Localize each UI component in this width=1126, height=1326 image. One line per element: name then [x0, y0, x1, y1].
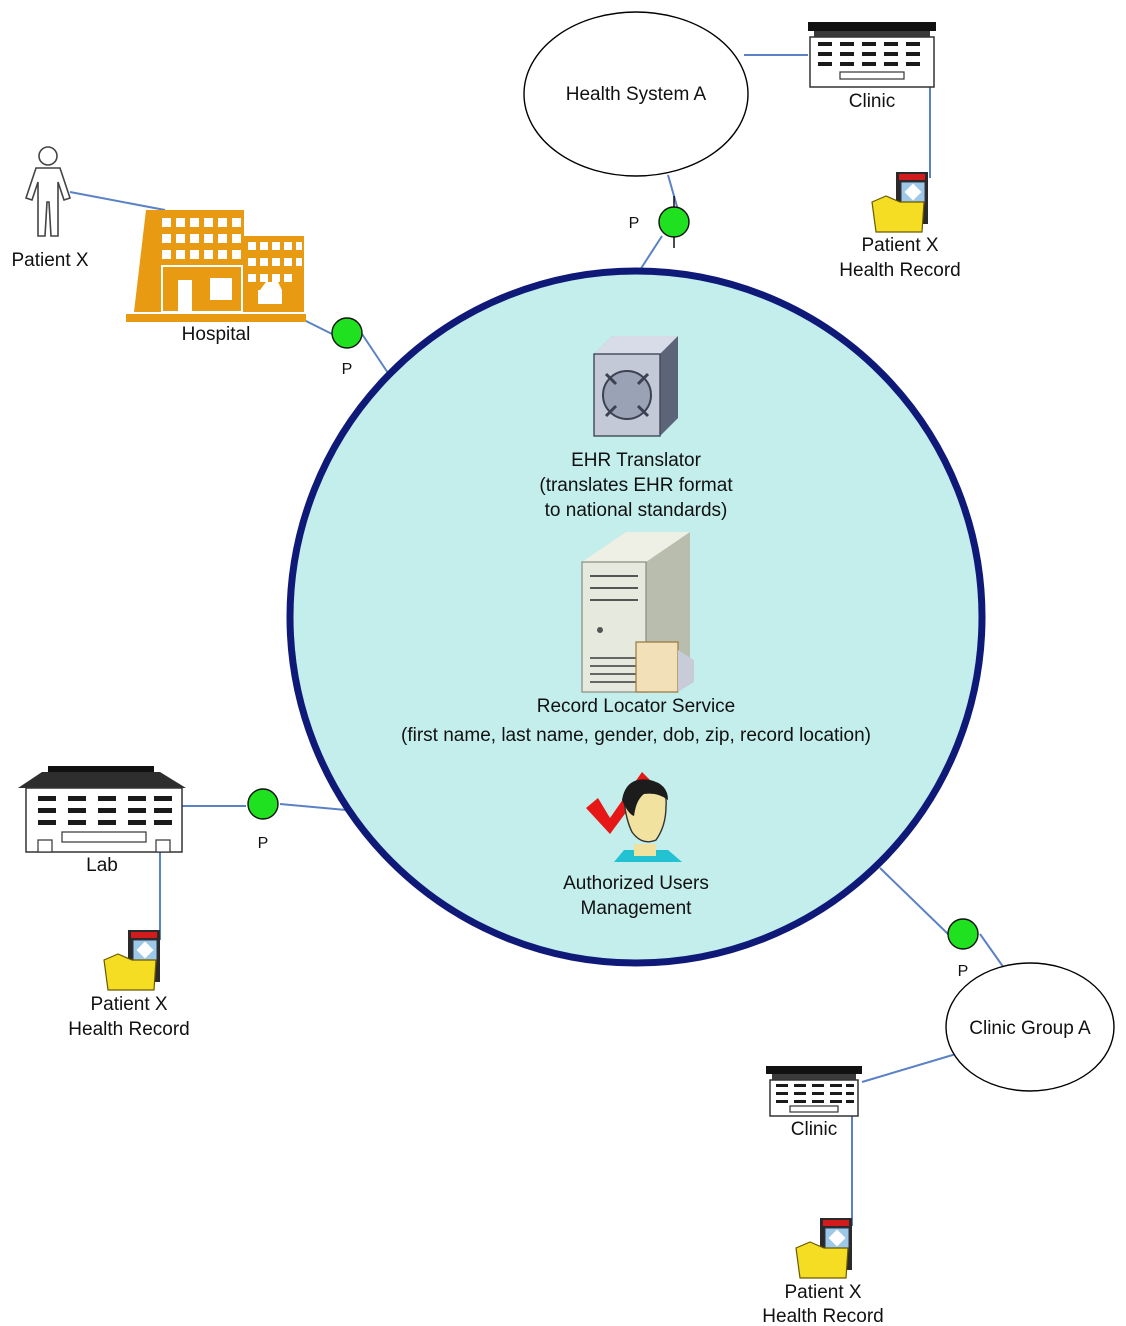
- health-record-folder-icon: [103, 930, 160, 991]
- authorized-users-line2: Management: [581, 898, 693, 919]
- ehr-translator-line1: EHR Translator: [571, 450, 702, 471]
- ehr-translator-line2: (translates EHR format: [539, 475, 733, 496]
- record-top-line1: Patient X: [861, 235, 938, 256]
- record-locator-service[interactable]: Record Locator Service (first name, last…: [401, 532, 871, 746]
- connector-patient-hospital: [69, 191, 166, 211]
- port-lab[interactable]: P: [247, 788, 279, 852]
- connector-port-hub-hospital: [361, 333, 391, 377]
- record-locator-line1: Record Locator Service: [537, 696, 736, 717]
- record-locator-line2: (first name, last name, gender, dob, zip…: [401, 725, 871, 746]
- connector-hub-port-clinicgroup: [879, 867, 949, 935]
- hospital-icon: [126, 210, 306, 322]
- connector-port-hub-top: [639, 235, 663, 271]
- record-bottom-line2: Health Record: [762, 1306, 883, 1326]
- clinic-group-a-node[interactable]: Clinic Group A: [945, 962, 1115, 1092]
- record-top-line2: Health Record: [839, 260, 960, 281]
- health-system-a-node[interactable]: Health System A: [523, 11, 749, 177]
- person-icon: [24, 146, 72, 237]
- building-icon: [766, 1066, 862, 1117]
- clinic-top-label: Clinic: [849, 91, 895, 112]
- connector-port-clinicgroup: [979, 933, 1005, 969]
- translator-icon: [593, 336, 678, 437]
- record-top[interactable]: Patient X Health Record: [839, 172, 961, 281]
- authorized-user-icon: [586, 772, 682, 862]
- connector-port-hub-lab: [279, 803, 347, 811]
- central-hub: EHR Translator (translates EHR format to…: [286, 267, 986, 967]
- connector-clinicgroup-clinic: [861, 1053, 957, 1083]
- port-clinic-group[interactable]: P: [947, 918, 979, 980]
- record-lab-line1: Patient X: [90, 994, 167, 1015]
- hospital-label: Hospital: [182, 324, 251, 345]
- patient-node[interactable]: Patient X: [11, 146, 89, 271]
- health-record-folder-icon: [795, 1218, 852, 1279]
- port-clinic-group-circle[interactable]: [947, 918, 979, 950]
- connector-healthsystem-port: [667, 174, 679, 211]
- port-hospital-label: P: [342, 361, 353, 378]
- building-icon: [808, 22, 936, 88]
- record-lab[interactable]: Patient X Health Record: [68, 930, 190, 1040]
- health-system-a-label: Health System A: [566, 84, 707, 105]
- clinic-group-a-label: Clinic Group A: [969, 1018, 1091, 1039]
- record-bottom-line1: Patient X: [784, 1282, 861, 1303]
- port-top[interactable]: P: [629, 196, 690, 248]
- port-top-label: P: [629, 215, 640, 232]
- clinic-group-a-ellipse[interactable]: [945, 962, 1115, 1092]
- clinic-top-building[interactable]: Clinic: [808, 22, 936, 112]
- lab-node[interactable]: Lab: [18, 766, 186, 876]
- authorized-users-management[interactable]: Authorized Users Management: [563, 772, 709, 919]
- ehr-translator[interactable]: EHR Translator (translates EHR format to…: [539, 336, 733, 521]
- record-lab-line2: Health Record: [68, 1019, 189, 1040]
- port-clinic-group-label: P: [958, 963, 969, 980]
- port-lab-circle[interactable]: [247, 788, 279, 820]
- authorized-users-line1: Authorized Users: [563, 873, 709, 894]
- clinic-bottom-building[interactable]: Clinic: [766, 1066, 862, 1140]
- port-hospital[interactable]: P: [331, 317, 363, 378]
- connectors: [69, 54, 1005, 1226]
- server-icon: [581, 532, 694, 693]
- clinic-bottom-label: Clinic: [791, 1119, 837, 1140]
- ehr-translator-line3: to national standards): [545, 500, 728, 521]
- hospital-node[interactable]: Hospital: [126, 210, 306, 345]
- port-hospital-circle[interactable]: [331, 317, 363, 349]
- record-bottom[interactable]: Patient X Health Record: [762, 1218, 884, 1326]
- lab-label: Lab: [86, 855, 118, 876]
- health-system-a-ellipse[interactable]: [523, 11, 749, 177]
- port-top-circle[interactable]: [658, 206, 690, 238]
- health-record-folder-icon: [871, 172, 928, 233]
- building-icon: [18, 766, 186, 853]
- port-lab-label: P: [258, 835, 269, 852]
- patient-label: Patient X: [11, 250, 88, 271]
